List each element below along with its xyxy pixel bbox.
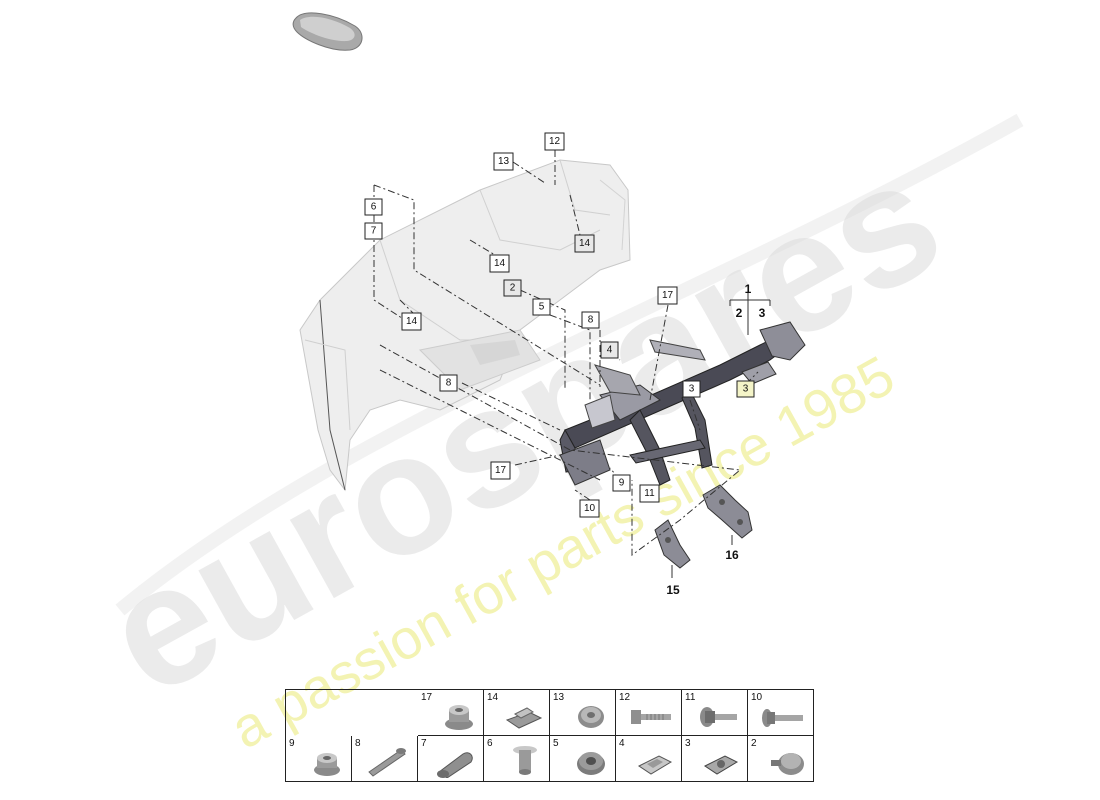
speed-nut-icon xyxy=(638,755,673,775)
svg-text:7: 7 xyxy=(371,226,377,237)
part-number: 6 xyxy=(487,738,493,749)
svg-text:4: 4 xyxy=(607,345,613,356)
svg-text:17: 17 xyxy=(495,465,507,476)
callout-2[interactable]: 2 xyxy=(503,279,522,297)
callout-14-c[interactable]: 14 xyxy=(401,312,422,331)
part-number: 5 xyxy=(553,738,559,749)
grommet-icon xyxy=(578,706,604,728)
callout-7[interactable]: 7 xyxy=(364,222,383,240)
rubber-ring-icon xyxy=(577,752,605,775)
hex-bolt-icon xyxy=(762,709,803,727)
part-cell-5[interactable]: 5 xyxy=(550,736,616,782)
part-number: 9 xyxy=(289,738,295,749)
callout-17-a[interactable]: 17 xyxy=(657,286,678,305)
pad-part-icon xyxy=(292,12,363,51)
clip-nut-icon xyxy=(505,707,543,729)
part-number: 4 xyxy=(619,738,625,749)
part-cell-6[interactable]: 6 xyxy=(484,736,550,782)
callout-17-b[interactable]: 17 xyxy=(490,461,511,480)
cage-nut-icon xyxy=(704,755,739,775)
svg-text:9: 9 xyxy=(619,478,625,489)
callout-6[interactable]: 6 xyxy=(364,198,383,216)
svg-text:14: 14 xyxy=(579,238,591,249)
callout-5[interactable]: 5 xyxy=(532,298,551,316)
part-number: 11 xyxy=(685,692,696,703)
empty-cell xyxy=(286,690,352,736)
long-bolt-icon xyxy=(631,710,671,724)
part-cell-8[interactable]: 8 xyxy=(352,736,418,782)
svg-text:5: 5 xyxy=(539,302,545,313)
callout-3-a[interactable]: 3 xyxy=(682,380,701,398)
sleeve-icon xyxy=(437,752,473,778)
part-cell-7[interactable]: 7 xyxy=(418,736,484,782)
part-number: 12 xyxy=(619,692,631,703)
label-1: 1 xyxy=(745,282,752,296)
svg-text:17: 17 xyxy=(662,290,674,301)
svg-text:2: 2 xyxy=(510,283,516,294)
svg-text:3: 3 xyxy=(689,384,695,395)
svg-text:13: 13 xyxy=(498,156,510,167)
svg-text:3: 3 xyxy=(743,384,749,395)
callout-8-b[interactable]: 8 xyxy=(439,374,458,392)
part-number: 8 xyxy=(355,738,361,749)
callout-12[interactable]: 12 xyxy=(544,132,565,151)
empty-cell xyxy=(352,690,418,736)
parts-legend-table: 17 14 13 12 11 10 9 8 7 6 5 4 xyxy=(285,689,814,782)
svg-text:10: 10 xyxy=(584,503,596,514)
label-3: 3 xyxy=(759,306,766,320)
flanged-nut-icon xyxy=(771,753,804,775)
svg-text:14: 14 xyxy=(406,316,418,327)
callout-14-a[interactable]: 14 xyxy=(574,234,595,253)
callout-14-b[interactable]: 14 xyxy=(489,254,510,273)
label-15: 15 xyxy=(666,583,680,597)
part-cell-3[interactable]: 3 xyxy=(682,736,748,782)
part-cell-10[interactable]: 10 xyxy=(748,690,814,736)
svg-text:12: 12 xyxy=(549,136,561,147)
body-shell-part xyxy=(299,159,631,492)
part-number: 14 xyxy=(487,692,499,703)
part-cell-9[interactable]: 9 xyxy=(286,736,352,782)
svg-text:8: 8 xyxy=(588,315,594,326)
part-number: 3 xyxy=(685,738,691,749)
flange-bolt-icon xyxy=(700,707,737,727)
part-cell-13[interactable]: 13 xyxy=(550,690,616,736)
part-number: 17 xyxy=(421,692,433,703)
callout-13[interactable]: 13 xyxy=(493,152,514,171)
callout-9[interactable]: 9 xyxy=(612,474,631,492)
callout-11[interactable]: 11 xyxy=(639,484,660,503)
part-cell-17[interactable]: 17 xyxy=(418,690,484,736)
callout-3-b[interactable]: 3 xyxy=(736,380,755,398)
bracket-part-16 xyxy=(702,484,753,539)
part-cell-11[interactable]: 11 xyxy=(682,690,748,736)
part-number: 2 xyxy=(751,738,757,749)
label-2: 2 xyxy=(736,306,743,320)
part-number: 10 xyxy=(751,692,763,703)
stud-bolt-icon xyxy=(368,748,406,777)
part-number: 7 xyxy=(421,738,427,749)
leader-lines xyxy=(373,150,771,578)
svg-text:14: 14 xyxy=(494,258,506,269)
part-cell-12[interactable]: 12 xyxy=(616,690,682,736)
bracket-part-3 xyxy=(741,361,777,385)
part-cell-2[interactable]: 2 xyxy=(748,736,814,782)
callout-4[interactable]: 4 xyxy=(600,341,619,359)
hex-nut-icon xyxy=(314,753,340,776)
callout-10[interactable]: 10 xyxy=(579,499,600,518)
part-number: 13 xyxy=(553,692,565,703)
callout-8-a[interactable]: 8 xyxy=(581,311,600,329)
assembly-labels: 1 2 3 15 16 xyxy=(666,282,765,597)
svg-text:6: 6 xyxy=(371,202,377,213)
flange-nut-icon xyxy=(445,705,473,730)
svg-text:8: 8 xyxy=(446,378,452,389)
svg-text:11: 11 xyxy=(644,488,655,499)
label-16: 16 xyxy=(725,548,739,562)
bracket-part-15 xyxy=(654,519,691,569)
part-cell-14[interactable]: 14 xyxy=(484,690,550,736)
part-cell-4[interactable]: 4 xyxy=(616,736,682,782)
spacer-bushing-icon xyxy=(513,746,537,775)
callouts: 12 13 6 7 14 14 14 2 5 17 8 4 8 3 3 17 9… xyxy=(364,132,755,518)
